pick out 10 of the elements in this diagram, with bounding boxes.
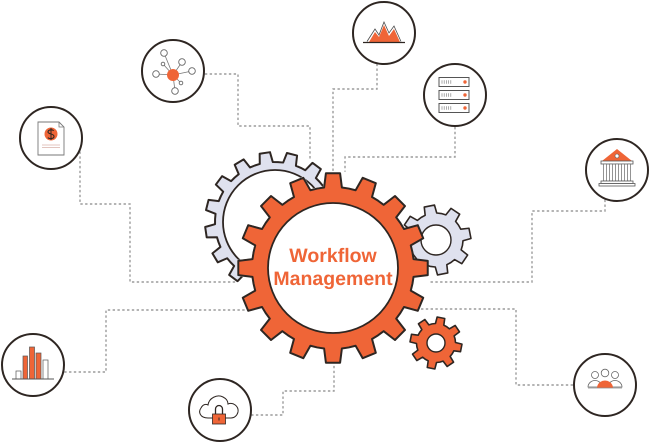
connector-line [204, 73, 311, 160]
connector-line [428, 200, 606, 283]
connector-line [332, 64, 378, 171]
connector-line [64, 309, 246, 373]
connector-line [344, 127, 456, 172]
gear [409, 316, 463, 370]
connector-line [420, 308, 573, 386]
connector-line [251, 365, 335, 416]
connector-line [79, 152, 238, 283]
center-title: Workflow Management [272, 245, 394, 291]
